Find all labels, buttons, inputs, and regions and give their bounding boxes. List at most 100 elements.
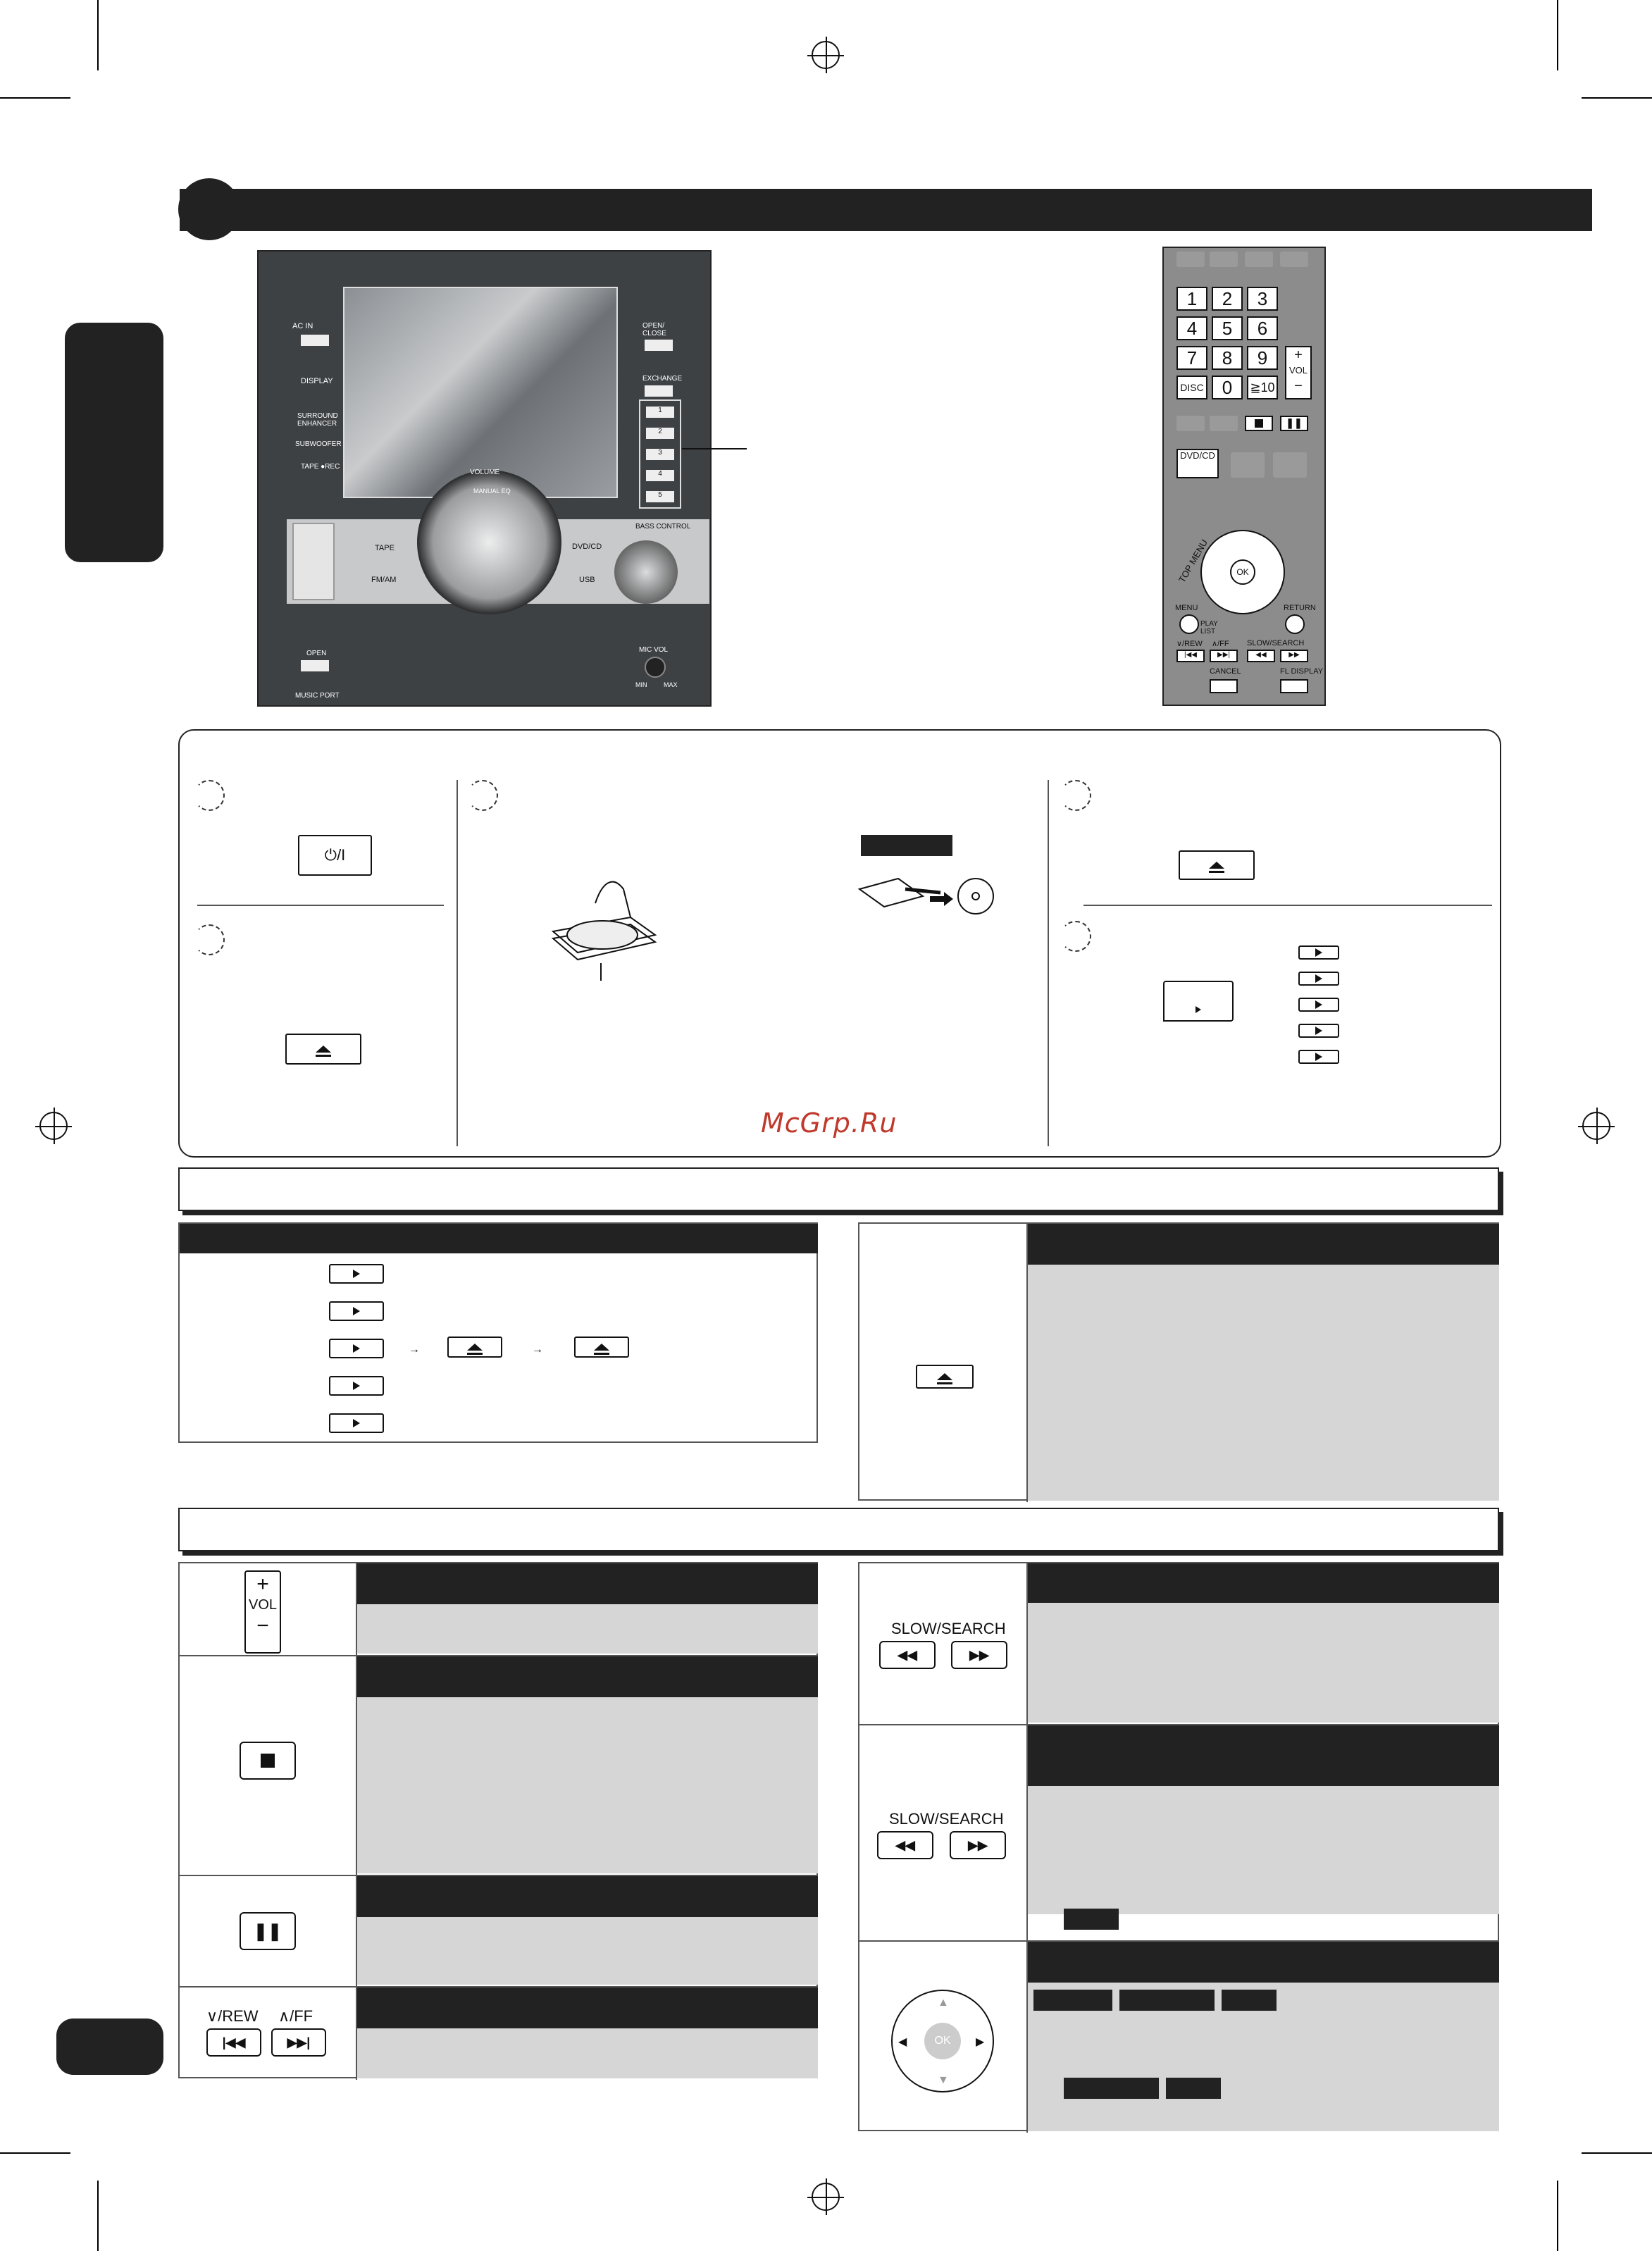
tape-button-label[interactable]: TAPE	[375, 544, 395, 552]
fm-am-button-label[interactable]: FM/AM	[371, 576, 397, 584]
arrow-icon: →	[532, 1344, 543, 1356]
remote-search-fwd-button[interactable]: ▶▶	[1280, 650, 1308, 662]
remote-ok-button[interactable]: OK	[1230, 559, 1255, 585]
volume-knob[interactable]	[417, 470, 561, 614]
tray-5-play-button	[329, 1413, 384, 1433]
remote-navigation-pad[interactable]: OK	[1200, 530, 1285, 614]
remote-key-5[interactable]: 5	[1212, 316, 1243, 340]
mic-vol-knob[interactable]	[645, 657, 666, 678]
crop-mark	[97, 0, 99, 70]
step-marker	[1060, 780, 1091, 811]
crop-mark	[1582, 97, 1652, 99]
info-body	[1028, 1265, 1499, 1501]
row-body	[357, 1917, 818, 1985]
section-title-bar	[178, 1167, 1499, 1211]
remote-dvdcd-button[interactable]: DVD/CD	[1176, 449, 1219, 478]
remote-pause-button[interactable]: ❚❚	[1280, 416, 1308, 431]
tray-3-button[interactable]: 3	[646, 449, 674, 460]
remote-skip-fwd-button[interactable]: ▶▶|	[1210, 650, 1238, 662]
dvd-cd-button-label[interactable]: DVD/CD	[572, 542, 602, 551]
skip-back-button: |◀◀	[206, 2028, 261, 2057]
instruction-panel: ⏻/I McGrp.Ru	[178, 729, 1501, 1158]
side-tab	[65, 323, 163, 562]
tray-2-button[interactable]: 2	[646, 428, 674, 439]
tray-play-button	[1298, 998, 1339, 1012]
eject-info-box	[858, 1222, 1499, 1502]
remote-key-10plus[interactable]: ≧10	[1247, 376, 1278, 399]
remote-menu-button[interactable]	[1179, 614, 1199, 634]
remote-fl-display-label: FL DISPLAY	[1280, 667, 1324, 676]
watermark: McGrp.Ru	[761, 1108, 898, 1139]
remote-return-label: RETURN	[1284, 604, 1316, 612]
remote-return-button[interactable]	[1285, 614, 1305, 634]
search-forward-button: ▶▶	[951, 1641, 1007, 1669]
min-label: MIN	[635, 681, 647, 688]
down-arrow-icon: ▼	[938, 2074, 949, 2086]
crop-mark	[0, 97, 70, 99]
remote-key-9[interactable]: 9	[1247, 346, 1278, 370]
section-title-bar	[178, 1508, 1499, 1551]
dvd-cd-play-button	[1163, 981, 1234, 1022]
main-unit-image: AC IN DISPLAY SURROUND ENHANCER SUBWOOFE…	[257, 250, 712, 707]
vol-plus-label: +	[1294, 347, 1303, 363]
remote-slow-search-label: SLOW/SEARCH	[1247, 639, 1305, 647]
up-arrow-icon: ▲	[938, 1997, 949, 2009]
exchange-button[interactable]	[645, 385, 673, 397]
tray-4-button[interactable]: 4	[646, 470, 674, 481]
left-arrow-icon: ◀	[898, 2036, 907, 2048]
manual-eq-label: MANUAL EQ	[473, 488, 511, 495]
remote-key-3[interactable]: 3	[1247, 287, 1278, 311]
remote-key-4[interactable]: 4	[1176, 316, 1207, 340]
remote-stop-button[interactable]	[1245, 416, 1273, 431]
eject-button	[447, 1337, 502, 1358]
search-forward-button: ▶▶	[950, 1831, 1006, 1859]
tray-1-button[interactable]: 1	[646, 407, 674, 418]
remote-search-back-button[interactable]: ◀◀	[1247, 650, 1275, 662]
remote-vol-rocker[interactable]: + VOL −	[1285, 346, 1312, 399]
remote-skip-back-button[interactable]: |◀◀	[1176, 650, 1205, 662]
open-close-button[interactable]	[645, 340, 673, 351]
registration-mark	[1578, 1108, 1615, 1144]
subwoofer-label: SUBWOOFER	[295, 440, 342, 448]
remote-key-disc[interactable]: DISC	[1176, 376, 1207, 399]
crop-mark	[1557, 2181, 1558, 2251]
cleaning-illustration	[857, 877, 994, 914]
vol-plus-label: +	[256, 1573, 269, 1596]
search-back-button: ◀◀	[877, 1831, 933, 1859]
row-body	[1028, 1603, 1499, 1723]
remote-fl-display-button[interactable]	[1280, 679, 1308, 693]
vol-label: VOL	[1288, 365, 1308, 376]
ff-label: ∧/FF	[278, 2007, 313, 2025]
tray-table-header	[180, 1224, 818, 1253]
remote-cancel-button[interactable]	[1210, 679, 1238, 693]
remote-key-8[interactable]: 8	[1212, 346, 1243, 370]
open-close-label: OPEN/ CLOSE	[642, 322, 666, 337]
remote-key-2[interactable]: 2	[1212, 287, 1243, 311]
divider	[457, 780, 458, 1146]
remote-key-1[interactable]: 1	[1176, 287, 1207, 311]
step-marker	[467, 780, 498, 811]
max-label: MAX	[664, 681, 678, 688]
usb-port[interactable]	[292, 523, 335, 600]
usb-button-label[interactable]: USB	[579, 576, 595, 584]
remote-key-0[interactable]: 0	[1212, 376, 1243, 399]
power-button[interactable]	[301, 335, 329, 346]
crop-mark	[0, 2152, 70, 2154]
divider	[1048, 780, 1049, 1146]
row-body	[357, 1697, 818, 1873]
row-body	[357, 1604, 818, 1654]
crop-mark	[97, 2181, 99, 2251]
stop-button	[240, 1742, 296, 1780]
display-label: DISPLAY	[301, 377, 333, 385]
tray-play-button	[1298, 972, 1339, 986]
remote-key-7[interactable]: 7	[1176, 346, 1207, 370]
tag	[1119, 1990, 1215, 2011]
note-tag	[861, 835, 952, 856]
open-button[interactable]	[301, 660, 329, 671]
slow-search-label: SLOW/SEARCH	[891, 1620, 1006, 1637]
vol-minus-label: −	[1294, 378, 1303, 394]
remote-play-list-label: PLAY LIST	[1200, 620, 1218, 635]
bass-control-knob[interactable]	[614, 540, 678, 604]
tray-5-button[interactable]: 5	[646, 491, 674, 502]
remote-key-6[interactable]: 6	[1247, 316, 1278, 340]
